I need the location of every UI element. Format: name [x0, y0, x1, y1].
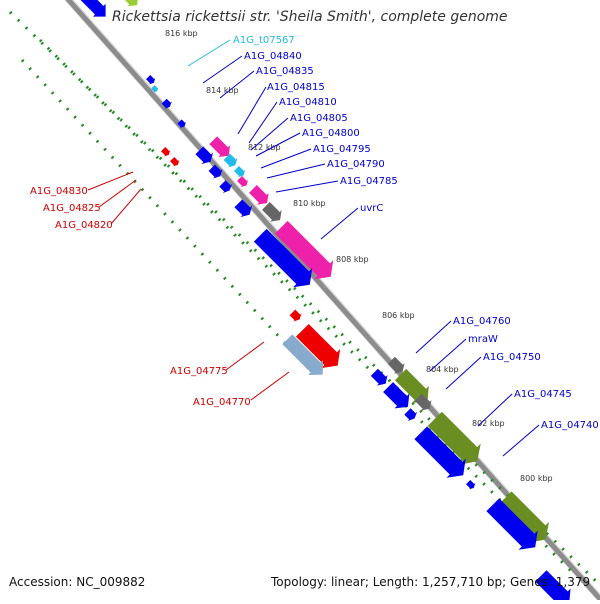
- gene-arrow: [249, 185, 269, 205]
- gene-arrow: [383, 382, 410, 409]
- gene-arrow: [124, 0, 138, 7]
- gene-arrow: [414, 393, 432, 411]
- gene-arrow: [195, 146, 214, 165]
- gene-arrow: [387, 356, 405, 374]
- gene-label[interactable]: A1G_04800: [302, 128, 360, 139]
- gene-label[interactable]: A1G_04810: [279, 97, 337, 108]
- tick-label: 800 kbp: [520, 474, 553, 483]
- gene-arrow: [370, 368, 388, 386]
- leader-line: [219, 70, 255, 99]
- gene-arrow: [497, 491, 550, 544]
- tick-label: 806 kbp: [382, 311, 415, 320]
- tick-label: 812 kbp: [248, 143, 281, 152]
- gene-arrow: [223, 153, 238, 168]
- leader-line: [237, 86, 267, 135]
- gene-arrow: [80, 0, 106, 17]
- gene-label[interactable]: A1G_04830: [30, 186, 88, 197]
- gene-arrow: [177, 119, 187, 129]
- gene-arrow: [146, 75, 156, 85]
- gene-arrow: [151, 85, 159, 93]
- leader-line: [266, 163, 326, 179]
- gene-label[interactable]: uvrC: [360, 203, 383, 214]
- tick-label: 802 kbp: [472, 419, 505, 428]
- gene-label[interactable]: A1G_04745: [514, 389, 572, 400]
- leader-line: [187, 39, 231, 67]
- gene-label[interactable]: A1G_04790: [327, 159, 385, 170]
- gene-label[interactable]: A1G_04805: [290, 113, 348, 124]
- gene-arrow: [233, 165, 246, 178]
- leader-line: [320, 207, 359, 240]
- gene-label[interactable]: mraW: [468, 334, 498, 345]
- gene-arrow: [170, 157, 180, 167]
- gene-arrow: [236, 175, 249, 188]
- gene-arrow: [234, 199, 253, 218]
- gene-arrow: [427, 411, 481, 465]
- gene-arrow: [209, 136, 230, 157]
- gene-label[interactable]: A1G_04785: [340, 176, 398, 187]
- gene-label[interactable]: A1G_04825: [43, 203, 101, 214]
- gene-label[interactable]: A1G_04740: [541, 420, 599, 431]
- topology-text: Topology: linear; Length: 1,257,710 bp; …: [271, 575, 591, 589]
- gene-arrow: [404, 408, 418, 422]
- lower-tick-line: [20, 58, 312, 372]
- leader-line: [445, 356, 482, 390]
- gene-arrow: [161, 147, 171, 157]
- gene-arrow: [535, 570, 571, 604]
- tick-label: 816 kbp: [165, 29, 198, 38]
- gene-arrow: [486, 498, 538, 550]
- tick-label: 814 kbp: [206, 86, 239, 95]
- leader-line: [87, 171, 134, 191]
- leader-line: [477, 393, 513, 427]
- leader-line: [415, 320, 452, 354]
- gene-arrow: [414, 426, 466, 478]
- leader-line: [250, 117, 289, 151]
- leader-line: [255, 132, 301, 157]
- gene-label[interactable]: A1G_04795: [313, 144, 371, 155]
- gene-arrow: [394, 368, 429, 403]
- gene-arrow: [274, 220, 334, 280]
- leader-line: [202, 55, 243, 84]
- tick-label: 808 kbp: [336, 255, 369, 264]
- leader-line: [502, 424, 540, 457]
- leader-line: [225, 341, 265, 371]
- gene-label[interactable]: A1G_04820: [55, 220, 113, 231]
- gene-arrow: [262, 202, 282, 222]
- leader-line: [429, 338, 467, 372]
- accession-text: Accession: NC_009882: [9, 575, 146, 589]
- gene-arrow: [282, 334, 324, 376]
- leader-line: [275, 180, 339, 193]
- leader-line: [248, 101, 278, 144]
- leader-line: [260, 148, 312, 169]
- gene-label[interactable]: A1G_04760: [453, 316, 511, 327]
- genome-title: Rickettsia rickettsii str. 'Sheila Smith…: [112, 9, 508, 25]
- gene-arrow: [295, 323, 341, 369]
- gene-label[interactable]: A1G_04770: [193, 397, 251, 408]
- tick-label: 804 kbp: [426, 365, 459, 374]
- gene-arrow: [208, 164, 223, 179]
- gene-arrow: [289, 309, 302, 322]
- gene-arrow: [161, 98, 172, 109]
- leader-line: [250, 371, 290, 401]
- tick-label: 810 kbp: [293, 199, 326, 208]
- gene-label[interactable]: A1G_t07567: [233, 35, 295, 46]
- gene-arrow: [253, 228, 313, 288]
- gene-label[interactable]: A1G_04840: [244, 51, 302, 62]
- leader-line: [110, 188, 142, 225]
- gene-label[interactable]: A1G_04815: [267, 82, 325, 93]
- gene-label[interactable]: A1G_04750: [483, 352, 541, 363]
- leader-line: [98, 179, 137, 208]
- gene-label[interactable]: A1G_04775: [170, 366, 228, 377]
- gene-arrow: [466, 480, 476, 490]
- gene-arrow: [219, 180, 233, 194]
- gene-label[interactable]: A1G_04835: [256, 66, 314, 77]
